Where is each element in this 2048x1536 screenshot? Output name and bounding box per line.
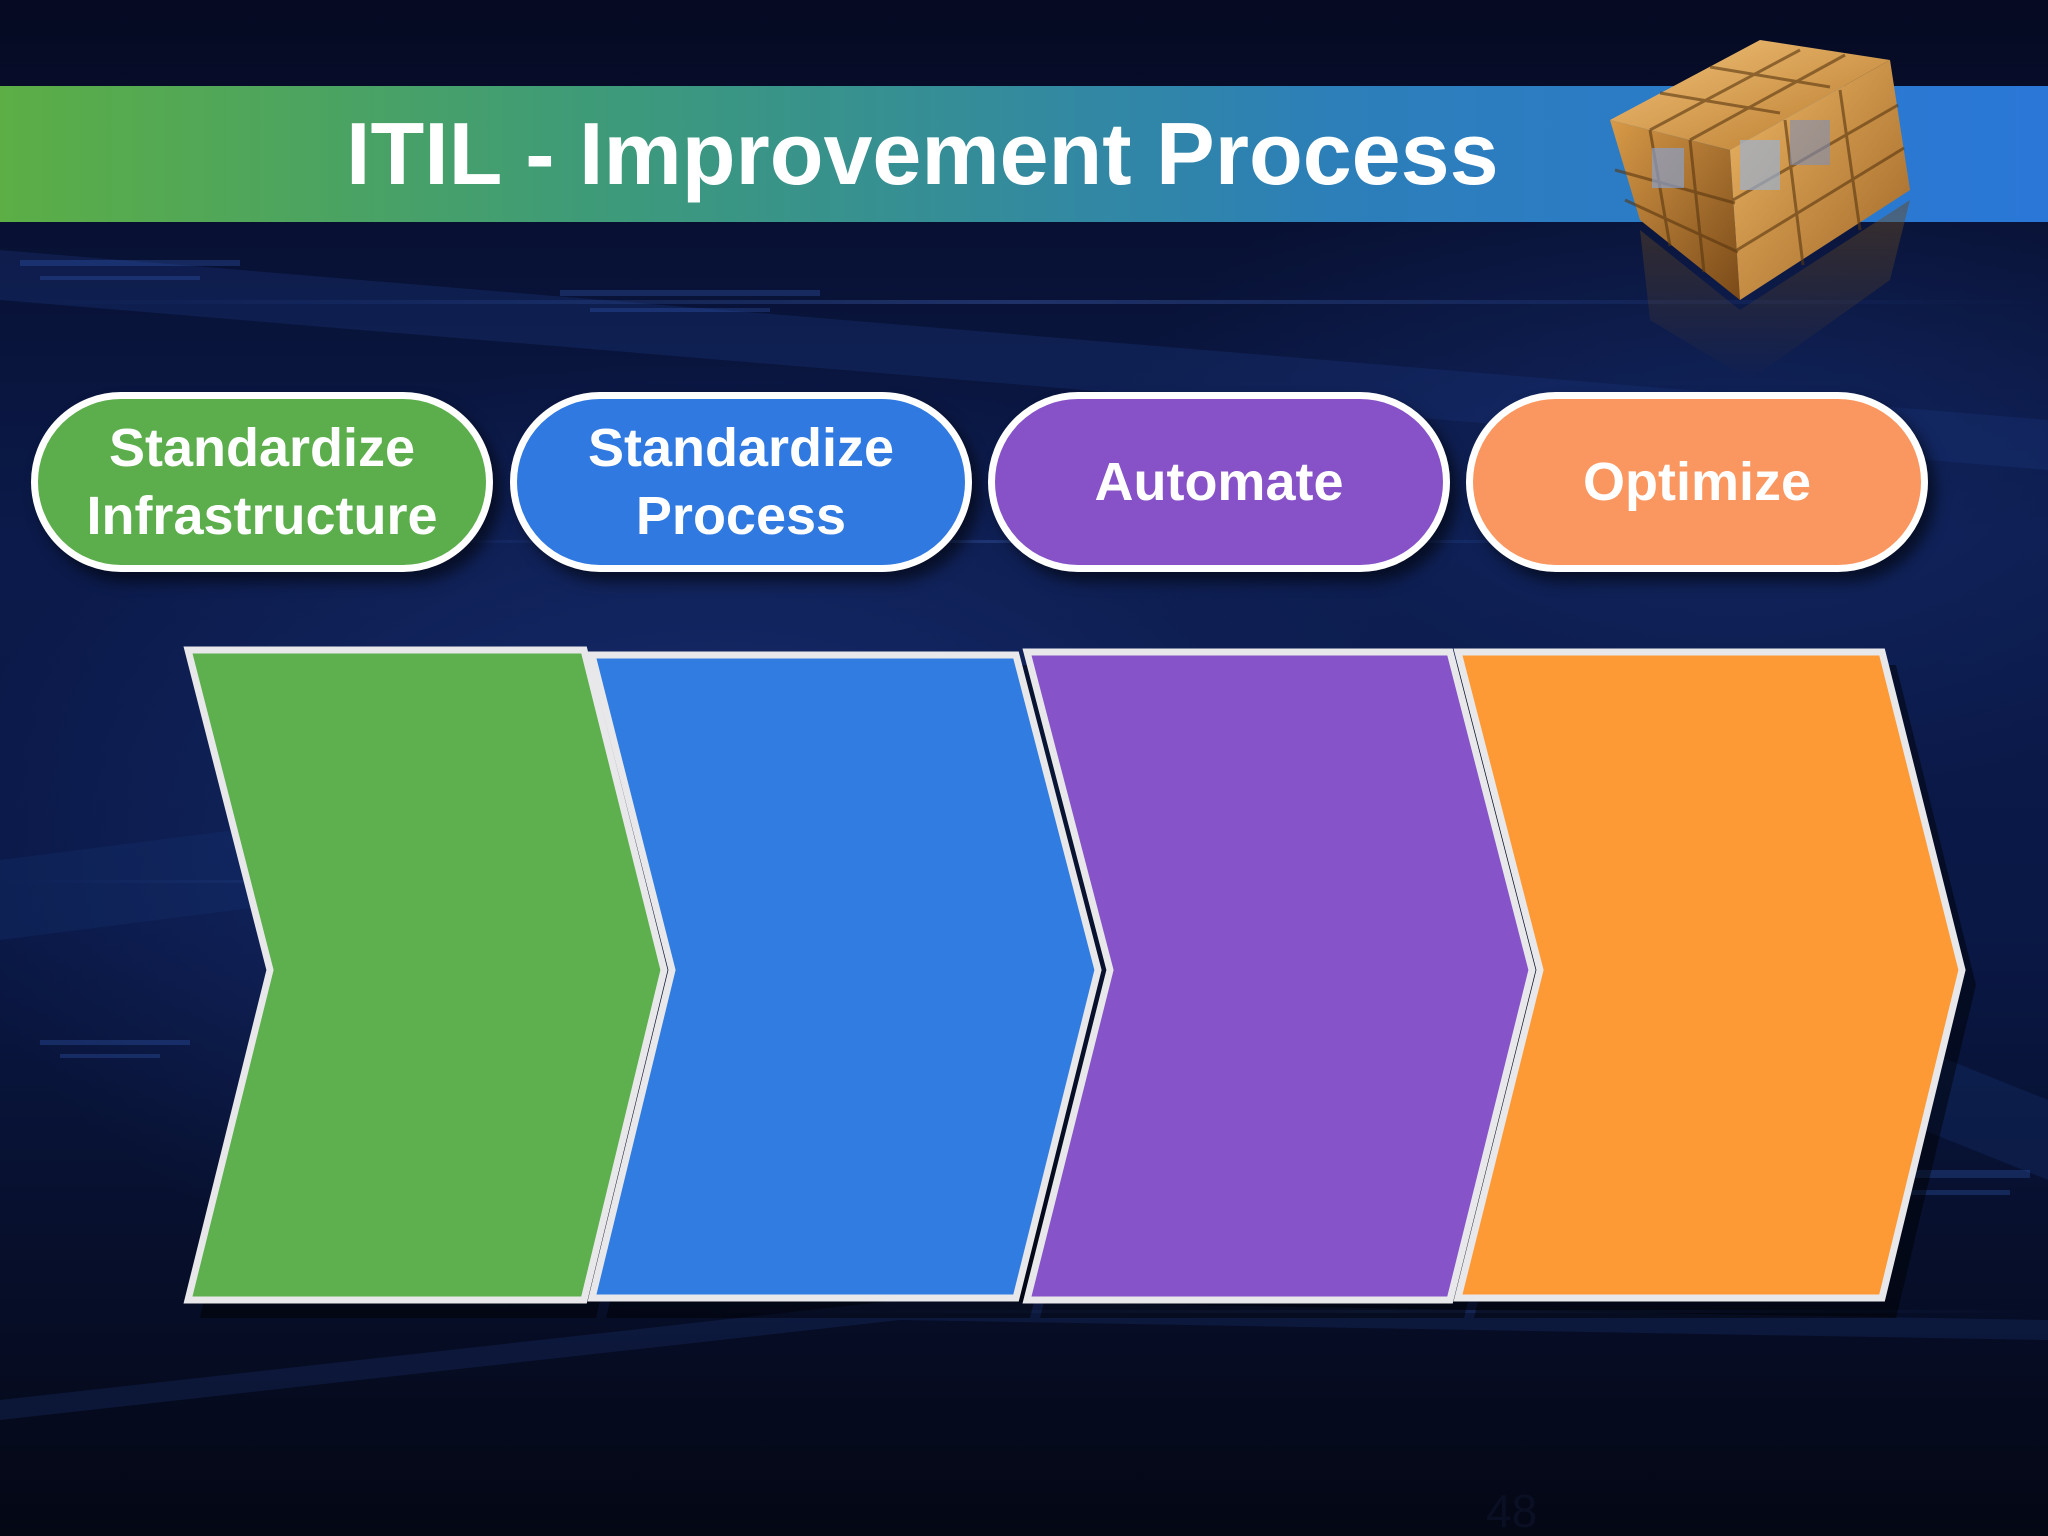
- step-label: Standardize Process: [587, 418, 895, 546]
- page-title: ITIL - Improvement Process: [346, 104, 1499, 203]
- chevron-step-4: [1453, 648, 1966, 1302]
- step-pill-optimize: Optimize: [1466, 392, 1928, 572]
- step-label: Automate: [1094, 452, 1344, 512]
- chevron-step-1: [183, 646, 668, 1304]
- step-label: Optimize: [1582, 452, 1812, 512]
- chevron-step-3: [1022, 648, 1536, 1304]
- rubiks-cube-icon: [1610, 40, 1910, 380]
- chevron-step-2: [587, 651, 1102, 1302]
- step-label: Standardize Infrastructure: [86, 418, 438, 546]
- page-number: 48: [1486, 1485, 1538, 1536]
- step-pill-standardize-process: Standardize Process: [510, 392, 972, 572]
- step-pill-standardize-infrastructure: Standardize Infrastructure: [31, 392, 493, 572]
- step-pill-automate: Automate: [988, 392, 1450, 572]
